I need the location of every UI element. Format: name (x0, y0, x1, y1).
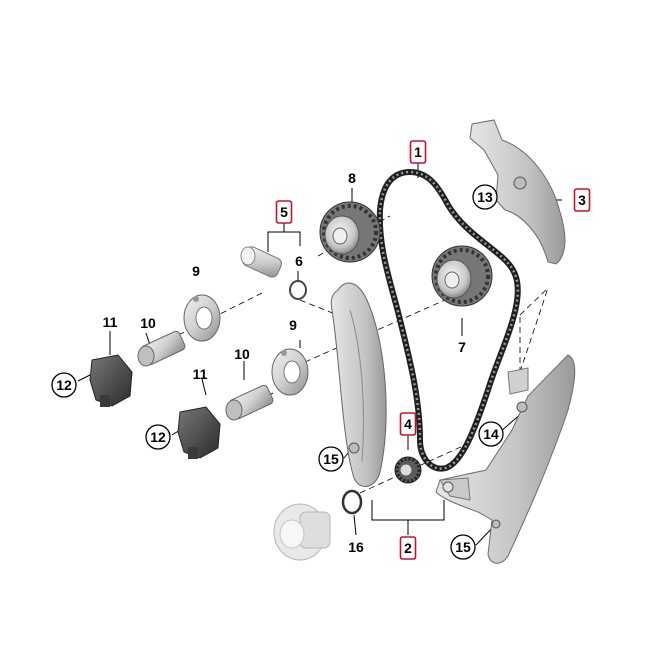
callout-label: 13 (477, 189, 493, 205)
callout-label: 15 (455, 539, 471, 555)
callout-label: 10 (234, 346, 250, 362)
vanos-washer-upper (183, 294, 221, 342)
leader-lines (77, 163, 562, 546)
camshaft-sensor-upper (89, 354, 133, 407)
callout-label: 8 (348, 170, 356, 186)
callout-c14: 14 (478, 421, 504, 447)
callout-label: 16 (348, 539, 364, 555)
callout-c2: 2 (399, 536, 417, 560)
vanos-washer-lower (271, 348, 309, 396)
callout-c10b: 10 (234, 346, 250, 362)
guide-pin (240, 246, 282, 278)
callout-label: 1 (414, 144, 422, 160)
callout-c5: 5 (275, 200, 293, 224)
callout-label: 15 (323, 451, 339, 467)
callout-label: 12 (56, 377, 72, 393)
callout-c4: 4 (399, 412, 417, 436)
callout-c13: 13 (472, 184, 498, 210)
callout-c9b: 9 (289, 317, 297, 333)
callout-c10a: 10 (140, 315, 156, 331)
callout-label: 5 (280, 204, 288, 220)
vanos-solenoid-lower (225, 384, 274, 421)
callout-c11b: 11 (193, 366, 208, 382)
callout-label: 2 (404, 540, 412, 556)
callout-label: 3 (578, 192, 586, 208)
drive-bushing (273, 503, 331, 561)
callout-label: 14 (483, 426, 499, 442)
vanos-solenoid-upper (137, 330, 186, 367)
callout-c3: 3 (573, 188, 591, 212)
callout-c1: 1 (409, 140, 427, 164)
tensioner-rail (330, 282, 387, 487)
o-ring-large (341, 489, 363, 515)
callout-label: 10 (140, 315, 156, 331)
callout-c12b: 12 (145, 424, 171, 450)
callout-label: 6 (295, 253, 303, 269)
callout-c8: 8 (348, 170, 356, 186)
callout-label: 9 (192, 263, 200, 279)
o-ring-small (289, 280, 307, 300)
callout-c15b: 15 (450, 534, 476, 560)
callout-label: 11 (193, 366, 208, 382)
callout-label: 12 (150, 429, 166, 445)
callout-c12a: 12 (51, 372, 77, 398)
callout-label: 4 (404, 416, 412, 432)
timing-chain (376, 168, 521, 472)
camshaft-sprocket-right (431, 245, 493, 307)
crankshaft-gear (394, 456, 422, 484)
callout-c9a: 9 (192, 263, 200, 279)
callout-label: 9 (289, 317, 297, 333)
callout-c7: 7 (458, 339, 466, 355)
camshaft-sprocket-left (319, 201, 381, 263)
upper-guide-rail (469, 119, 566, 265)
camshaft-sensor-lower (177, 406, 221, 459)
callout-label: 7 (458, 339, 466, 355)
callout-c15a: 15 (318, 446, 344, 472)
callout-c6: 6 (295, 253, 303, 269)
callout-label: 11 (103, 314, 118, 330)
callout-c16: 16 (348, 539, 364, 555)
callout-c11a: 11 (103, 314, 118, 330)
lower-guide-rail (435, 354, 576, 564)
